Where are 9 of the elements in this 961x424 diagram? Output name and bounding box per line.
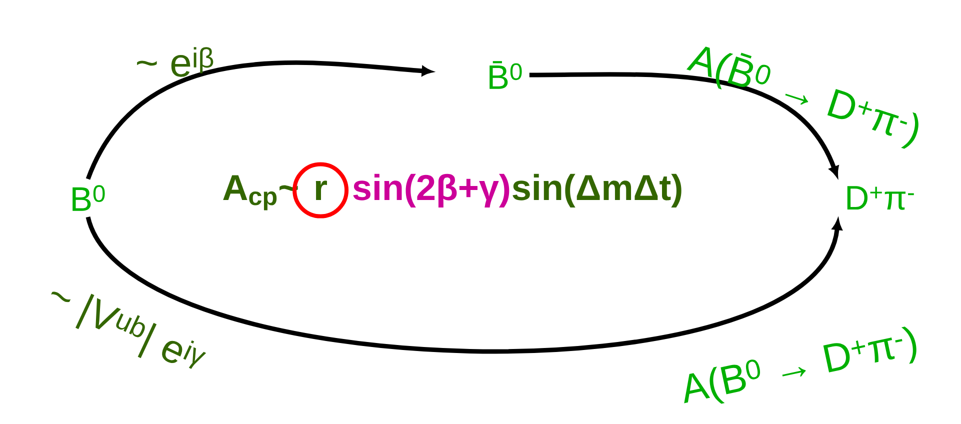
particle-label: B$^{0}$ bbox=[72, 185, 105, 211]
particle-label: B̄$^{0}$ bbox=[490, 61, 522, 89]
particle-label: D$^{+}$π$^{-}$ bbox=[847, 186, 914, 210]
formula-term: sin(2β+γ) bbox=[353, 174, 510, 208]
arrow bbox=[86, 216, 842, 354]
edge-label: A(B$^{0}$ → D$^{+}$π$^{-}$) bbox=[684, 326, 916, 404]
formula-term: sin(ΔmΔt) bbox=[512, 174, 682, 208]
formula-term: r bbox=[316, 180, 327, 200]
phase-label: ~ |V$^{ub}$| e$^{iγ}$ bbox=[51, 292, 206, 369]
